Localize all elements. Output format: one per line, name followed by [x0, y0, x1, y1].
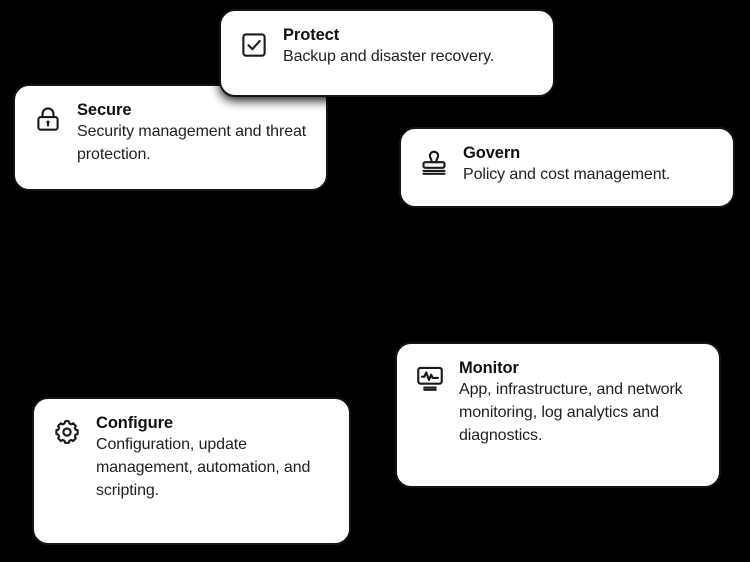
card-text-block: Configure Configuration, update manageme… — [96, 413, 331, 502]
card-text-block: Govern Policy and cost management. — [463, 143, 715, 187]
card-title: Govern — [463, 144, 521, 162]
gear-icon — [50, 415, 84, 449]
capability-card-protect[interactable]: Protect Backup and disaster recovery. — [219, 9, 555, 97]
card-description: Configuration, update management, automa… — [96, 436, 311, 499]
card-description: Security management and threat protectio… — [77, 123, 307, 163]
checkbox-check-icon — [237, 28, 271, 62]
capability-card-secure[interactable]: Secure Security management and threat pr… — [13, 84, 328, 191]
capability-card-govern[interactable]: Govern Policy and cost management. — [399, 127, 735, 208]
card-text-block: Monitor App, infrastructure, and network… — [459, 358, 701, 447]
card-text-block: Protect Backup and disaster recovery. — [283, 25, 535, 69]
capability-card-configure[interactable]: Configure Configuration, update manageme… — [32, 397, 351, 545]
card-title: Monitor — [459, 359, 519, 377]
stamp-icon — [417, 146, 451, 180]
capability-card-monitor[interactable]: Monitor App, infrastructure, and network… — [395, 342, 721, 488]
card-title: Secure — [77, 101, 132, 119]
card-title: Protect — [283, 26, 340, 44]
card-text-block: Secure Security management and threat pr… — [77, 100, 308, 167]
card-description: Backup and disaster recovery. — [283, 48, 495, 66]
card-description: App, infrastructure, and network monitor… — [459, 381, 683, 444]
monitor-pulse-icon — [413, 361, 447, 395]
lock-icon — [31, 102, 65, 136]
card-title: Configure — [96, 414, 174, 432]
card-description: Policy and cost management. — [463, 166, 671, 184]
